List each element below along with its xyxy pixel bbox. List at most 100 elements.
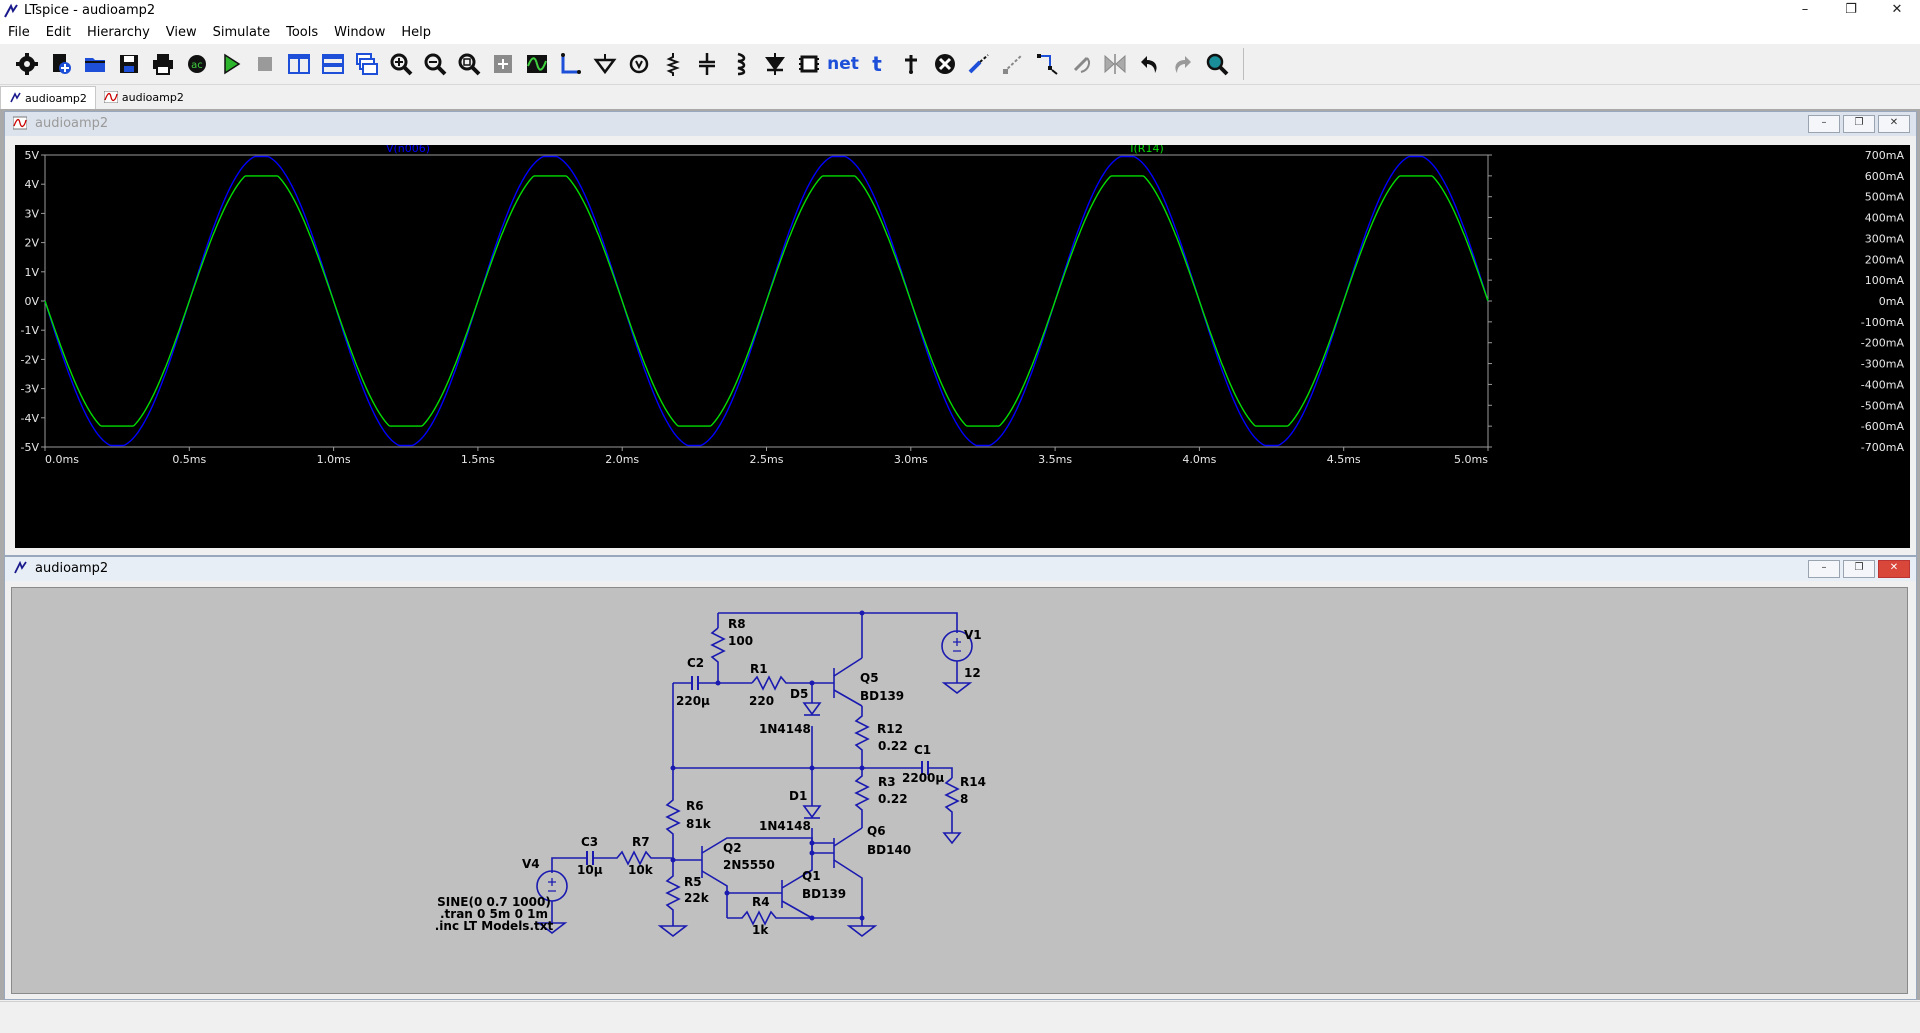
menu-file[interactable]: File (8, 25, 30, 40)
ground-icon[interactable] (588, 48, 622, 80)
directive-tran[interactable]: .tran 0 5m 0 1m (440, 907, 548, 921)
status-bar (0, 1001, 1920, 1033)
r4-value: 1k (752, 923, 769, 937)
component-icon[interactable] (792, 48, 826, 80)
halt-icon[interactable] (248, 48, 282, 80)
text-icon[interactable]: t (860, 48, 894, 80)
y-right-tick-label: -400mA (1861, 378, 1905, 391)
directive-sine[interactable]: SINE(0 0.7 1000) (437, 895, 551, 909)
maximize-button[interactable]: ❐ (1845, 2, 1857, 17)
waveform-window-titlebar[interactable]: audioamp2 – ❐ ✕ (5, 112, 1916, 136)
tab-waveform[interactable]: audioamp2 (96, 86, 192, 108)
waveform-icon (13, 116, 27, 130)
menu-simulate[interactable]: Simulate (212, 25, 271, 40)
menu-view[interactable]: View (165, 25, 197, 40)
autorange-icon[interactable] (520, 48, 554, 80)
label-icon[interactable] (622, 48, 656, 80)
drag-icon[interactable] (1030, 48, 1064, 80)
schematic-canvas[interactable]: R8 100 C2 220µ R1 220 D5 1N4148 Q5 BD139… (11, 587, 1908, 994)
y-right-tick-label: -300mA (1861, 358, 1905, 371)
capacitor-icon[interactable] (690, 48, 724, 80)
tile-vertical-icon[interactable] (282, 48, 316, 80)
redo-icon[interactable] (1166, 48, 1200, 80)
control-panel-icon[interactable]: ac (180, 48, 214, 80)
tile-horizontal-icon[interactable] (316, 48, 350, 80)
q1-value: BD139 (802, 887, 846, 901)
y-left-tick-label: 0V (24, 295, 39, 308)
trace-label-current: I(R14) (1130, 145, 1163, 155)
menu-window[interactable]: Window (334, 25, 386, 40)
open-icon[interactable] (78, 48, 112, 80)
q6-name: Q6 (867, 824, 886, 838)
resistor-icon[interactable] (656, 48, 690, 80)
waveform-restore-button[interactable]: ❐ (1843, 115, 1875, 133)
print-icon[interactable] (146, 48, 180, 80)
y-left-tick-label: -2V (21, 353, 40, 366)
q1-name: Q1 (802, 869, 821, 883)
schematic-drawing[interactable]: R8 100 C2 220µ R1 220 D5 1N4148 Q5 BD139… (12, 588, 1907, 993)
save-icon[interactable] (112, 48, 146, 80)
inductor-icon[interactable] (724, 48, 758, 80)
zoom-out-icon[interactable] (418, 48, 452, 80)
schematic-minimize-button[interactable]: – (1808, 560, 1840, 578)
r14-name: R14 (960, 775, 986, 789)
minimize-button[interactable]: – (1801, 2, 1809, 17)
menu-edit[interactable]: Edit (45, 25, 71, 40)
c2-name: C2 (687, 656, 704, 670)
r7-name: R7 (632, 835, 650, 849)
waveform-minimize-button[interactable]: – (1808, 115, 1840, 133)
tab-schematic[interactable]: audioamp2 (0, 86, 96, 109)
mirror-icon[interactable] (1098, 48, 1132, 80)
run-icon[interactable] (214, 48, 248, 80)
v1-value: 12 (964, 666, 981, 680)
window-title: LTspice - audioamp2 (24, 3, 156, 18)
x-tick-label: 5.0ms (1454, 453, 1488, 466)
r8-name: R8 (728, 617, 746, 631)
y-left-tick-label: -1V (21, 324, 40, 337)
menu-tools[interactable]: Tools (286, 25, 319, 40)
undo-icon[interactable] (1132, 48, 1166, 80)
zoom-in-icon[interactable] (384, 48, 418, 80)
delete-icon[interactable] (928, 48, 962, 80)
find-icon[interactable] (1200, 48, 1234, 80)
menu-help[interactable]: Help (401, 25, 432, 40)
y-right-tick-label: 100mA (1865, 274, 1905, 287)
net-label-text: net (827, 54, 859, 74)
trace-label-voltage: V(n006) (386, 145, 430, 155)
document-tab-bar: audioamp2 audioamp2 (0, 86, 1920, 109)
q5-value: BD139 (860, 689, 904, 703)
schematic-close-button[interactable]: ✕ (1878, 560, 1910, 578)
gear-icon[interactable] (10, 48, 44, 80)
diode-icon[interactable] (758, 48, 792, 80)
rotate-icon[interactable] (1064, 48, 1098, 80)
v4-name: V4 (522, 857, 540, 871)
close-button[interactable]: ✕ (1891, 2, 1903, 17)
schematic-window-titlebar[interactable]: audioamp2 – ❐ ✕ (5, 557, 1916, 581)
d1-name: D1 (789, 789, 807, 803)
waveform-close-button[interactable]: ✕ (1878, 115, 1910, 133)
r12-name: R12 (877, 722, 903, 736)
svg-text:ac: ac (191, 60, 203, 71)
move-icon[interactable] (996, 48, 1030, 80)
x-tick-label: 3.5ms (1038, 453, 1072, 466)
menu-hierarchy[interactable]: Hierarchy (86, 25, 150, 40)
y-right-tick-label: 0mA (1879, 295, 1905, 308)
y-left-tick-label: -3V (21, 383, 40, 396)
zoom-area-icon[interactable] (486, 48, 520, 80)
new-schematic-icon[interactable] (44, 48, 78, 80)
cascade-icon[interactable] (350, 48, 384, 80)
c3-value: 10µ (577, 863, 603, 877)
net-label-icon[interactable]: net (826, 48, 860, 80)
q5-name: Q5 (860, 671, 879, 685)
duplicate-icon[interactable] (962, 48, 996, 80)
zoom-fit-icon[interactable] (452, 48, 486, 80)
q2-value: 2N5550 (723, 858, 775, 872)
title-bar: LTspice - audioamp2 – ❐ ✕ (0, 0, 1920, 22)
wire-icon[interactable] (554, 48, 588, 80)
directive-include[interactable]: .inc LT Models.txt (435, 919, 554, 933)
schematic-restore-button[interactable]: ❐ (1843, 560, 1875, 578)
spice-directive-icon[interactable] (894, 48, 928, 80)
